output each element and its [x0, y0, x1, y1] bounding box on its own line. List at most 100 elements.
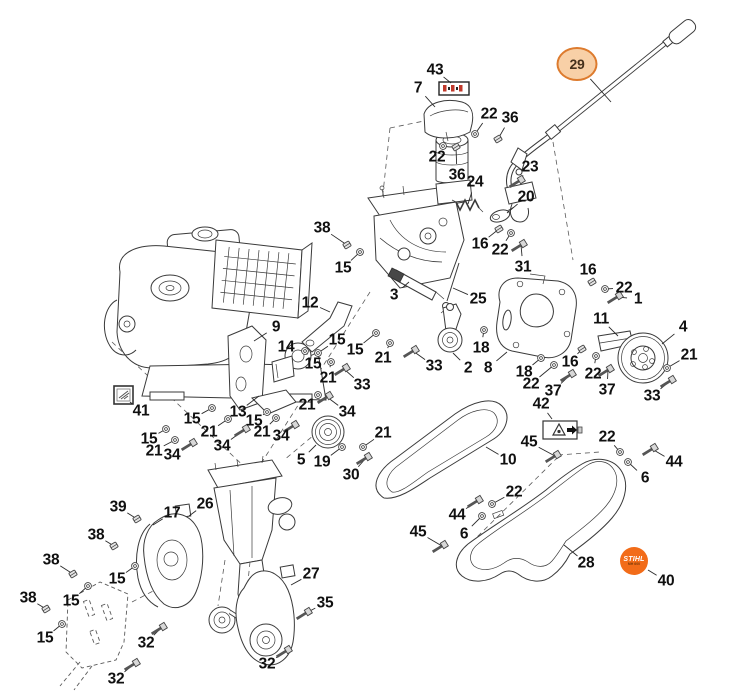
part-label-13[interactable]: 13: [229, 403, 247, 421]
part-label-42[interactable]: 42: [532, 395, 550, 413]
part-label-37[interactable]: 37: [544, 382, 562, 400]
info-label-43-icon: [438, 81, 470, 96]
part-label-16[interactable]: 16: [579, 261, 597, 279]
part-label-15[interactable]: 15: [334, 259, 352, 277]
part-label-16[interactable]: 16: [471, 235, 489, 253]
part-label-23[interactable]: 23: [521, 158, 539, 176]
bolt-icon: [355, 451, 373, 466]
part-label-16[interactable]: 16: [561, 353, 579, 371]
leader-line: [152, 518, 163, 526]
part-label-32[interactable]: 32: [258, 655, 276, 673]
part-label-20[interactable]: 20: [517, 188, 535, 206]
part-label-15[interactable]: 15: [304, 355, 322, 373]
part-label-18[interactable]: 18: [472, 339, 490, 357]
part-label-7[interactable]: 7: [413, 79, 423, 97]
bolt-icon: [180, 437, 198, 452]
part-label-36[interactable]: 36: [448, 166, 466, 184]
part-label-38[interactable]: 38: [87, 526, 105, 544]
part-label-5[interactable]: 5: [296, 451, 306, 469]
part-label-36[interactable]: 36: [501, 109, 519, 127]
part-label-14[interactable]: 14: [277, 338, 295, 356]
part-label-4[interactable]: 4: [678, 318, 688, 336]
bolt-icon: [466, 494, 484, 509]
part-label-22[interactable]: 22: [480, 105, 498, 123]
leader-line: [563, 544, 578, 557]
part-label-27[interactable]: 27: [302, 565, 320, 583]
part-label-15[interactable]: 15: [346, 341, 364, 359]
part-label-15[interactable]: 15: [245, 412, 263, 430]
part-label-6[interactable]: 6: [459, 525, 469, 543]
part-label-34[interactable]: 34: [338, 403, 356, 421]
part-label-30[interactable]: 30: [342, 466, 360, 484]
part-label-2[interactable]: 2: [463, 359, 473, 377]
part-label-26[interactable]: 26: [196, 495, 214, 513]
part-label-45[interactable]: 45: [520, 433, 538, 451]
washer-icon: [338, 443, 346, 451]
part-label-41[interactable]: 41: [132, 402, 150, 420]
part-label-44[interactable]: 44: [665, 453, 683, 471]
part-label-15[interactable]: 15: [62, 592, 80, 610]
part-label-33[interactable]: 33: [643, 387, 661, 405]
part-label-35[interactable]: 35: [316, 594, 334, 612]
part-label-15[interactable]: 15: [328, 331, 346, 349]
part-label-32[interactable]: 32: [107, 670, 125, 688]
part-label-43[interactable]: 43: [426, 61, 444, 79]
part-label-38[interactable]: 38: [313, 219, 331, 237]
part-label-34[interactable]: 34: [213, 437, 231, 455]
part-label-28[interactable]: 28: [577, 554, 595, 572]
part-label-22[interactable]: 22: [522, 375, 540, 393]
part-label-3[interactable]: 3: [389, 286, 399, 304]
part-label-21[interactable]: 21: [200, 423, 218, 441]
washer-icon: [359, 443, 367, 451]
washer-icon: [550, 361, 558, 369]
part-label-21[interactable]: 21: [253, 423, 271, 441]
part-label-18[interactable]: 18: [515, 363, 533, 381]
part-label-25[interactable]: 25: [469, 290, 487, 308]
part-label-31[interactable]: 31: [514, 258, 532, 276]
part-label-6[interactable]: 6: [640, 469, 650, 487]
part-label-22[interactable]: 22: [598, 428, 616, 446]
part-label-22[interactable]: 22: [615, 279, 633, 297]
part-label-15[interactable]: 15: [108, 570, 126, 588]
part-label-38[interactable]: 38: [19, 589, 37, 607]
part-label-29-highlighted[interactable]: 29: [556, 47, 598, 81]
part-label-1[interactable]: 1: [633, 290, 643, 308]
part-label-21[interactable]: 21: [319, 369, 337, 387]
part-label-34[interactable]: 34: [163, 446, 181, 464]
part-label-17[interactable]: 17: [163, 504, 181, 522]
part-label-15[interactable]: 15: [140, 430, 158, 448]
part-label-24[interactable]: 24: [466, 173, 484, 191]
part-label-21[interactable]: 21: [680, 346, 698, 364]
part-label-21[interactable]: 21: [374, 424, 392, 442]
part-label-8[interactable]: 8: [483, 359, 493, 377]
part-label-9[interactable]: 9: [271, 318, 281, 336]
part-label-12[interactable]: 12: [301, 294, 319, 312]
part-label-19[interactable]: 19: [313, 453, 331, 471]
part-label-22[interactable]: 22: [505, 483, 523, 501]
part-label-21[interactable]: 21: [145, 442, 163, 460]
part-label-33[interactable]: 33: [353, 376, 371, 394]
part-label-32[interactable]: 32: [137, 634, 155, 652]
leader-line: [661, 333, 675, 345]
part-label-10[interactable]: 10: [499, 451, 517, 469]
part-label-37[interactable]: 37: [598, 381, 616, 399]
part-label-22[interactable]: 22: [584, 365, 602, 383]
part-label-33[interactable]: 33: [425, 357, 443, 375]
part-label-34[interactable]: 34: [272, 427, 290, 445]
part-label-11[interactable]: 11: [593, 310, 609, 328]
part-label-45[interactable]: 45: [409, 523, 427, 541]
part-label-22[interactable]: 22: [491, 241, 509, 259]
part-label-38[interactable]: 38: [42, 551, 60, 569]
part-label-40[interactable]: 40: [657, 572, 675, 590]
part-label-44[interactable]: 44: [448, 506, 466, 524]
leader-line: [452, 352, 461, 361]
part-label-21[interactable]: 21: [298, 396, 316, 414]
part-label-22[interactable]: 22: [428, 148, 446, 166]
part-label-21[interactable]: 21: [374, 349, 392, 367]
part-label-15[interactable]: 15: [183, 410, 201, 428]
stihl-brand-text: STIHL: [623, 555, 645, 563]
part-label-39[interactable]: 39: [109, 498, 127, 516]
part-label-15[interactable]: 15: [36, 629, 54, 647]
washer-icon: [314, 391, 322, 399]
